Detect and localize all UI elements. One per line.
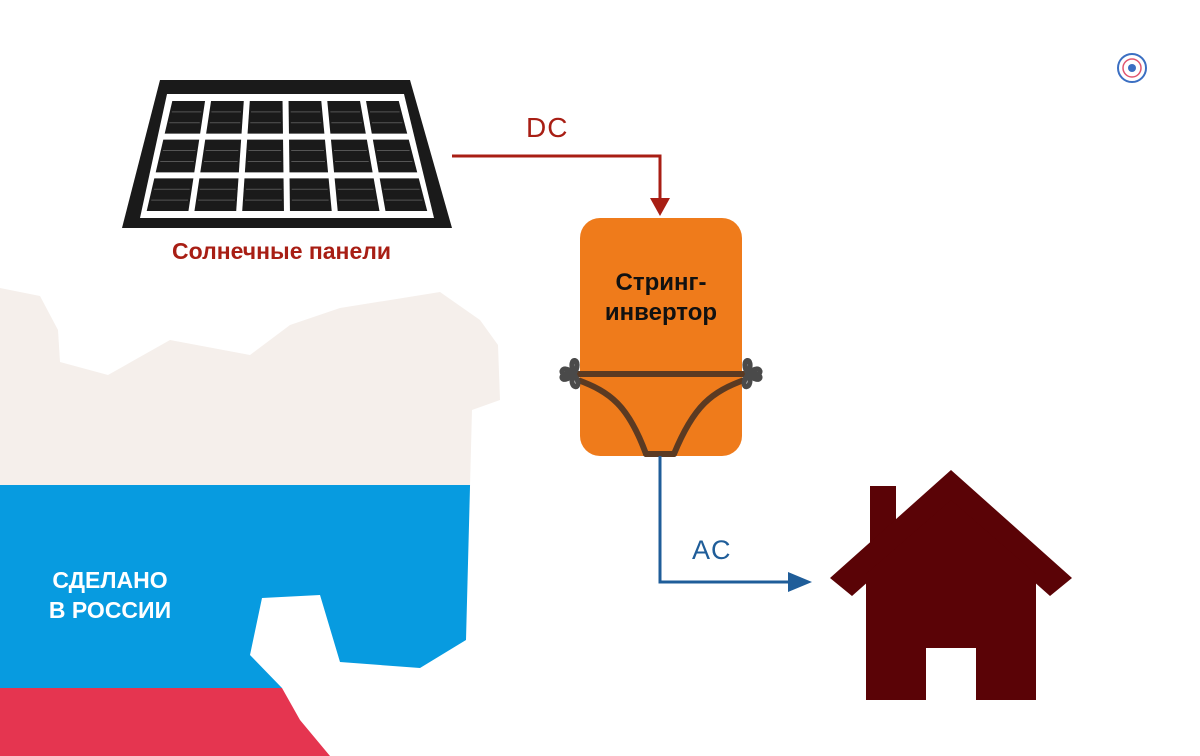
solar-cell [244, 139, 284, 173]
solar-cell [155, 139, 200, 173]
flag-blue-stripe [0, 485, 500, 688]
made-in-russia-label: СДЕЛАНО В РОССИИ [30, 565, 190, 625]
made-in-line: В РОССИИ [48, 597, 172, 623]
solar-cell [242, 178, 284, 211]
solar-cell [194, 178, 239, 211]
solar-cell [372, 139, 418, 173]
solar-cell [379, 178, 428, 211]
solar-cell [289, 178, 332, 211]
russia-flag-map [0, 288, 500, 756]
flag-red-stripe [0, 688, 500, 756]
solar-panels-label: Солнечные панели [172, 238, 391, 264]
solar-cell [206, 101, 244, 134]
dc-arrowhead [650, 198, 670, 216]
ac-label: AC [692, 535, 732, 565]
dc-label: DC [526, 112, 569, 143]
solar-cell [334, 178, 380, 211]
solar-cell [288, 101, 325, 134]
inverter-label: Стринг- инвертор [580, 268, 742, 328]
dc-connection-line [452, 154, 662, 206]
ac-connection-line [658, 456, 796, 584]
inverter-label-line: инвертор [604, 299, 718, 326]
solar-cell [200, 139, 242, 173]
house-icon [830, 470, 1072, 700]
underwear-icon [559, 358, 763, 457]
solar-cell [289, 139, 329, 173]
solar-panel-icon [122, 80, 452, 228]
solar-cell [247, 101, 283, 134]
watermark-logo-icon [1117, 53, 1147, 83]
solar-cell [366, 101, 408, 134]
solar-cell [164, 101, 206, 134]
made-in-line: СДЕЛАНО [52, 567, 168, 593]
solar-cell [330, 139, 373, 173]
flag-white-stripe [0, 288, 500, 485]
string-inverter-box [580, 218, 742, 456]
solar-cell [327, 101, 366, 134]
solar-cell [146, 178, 194, 211]
ac-arrowhead [788, 572, 812, 592]
inverter-label-line: Стринг- [615, 269, 707, 296]
